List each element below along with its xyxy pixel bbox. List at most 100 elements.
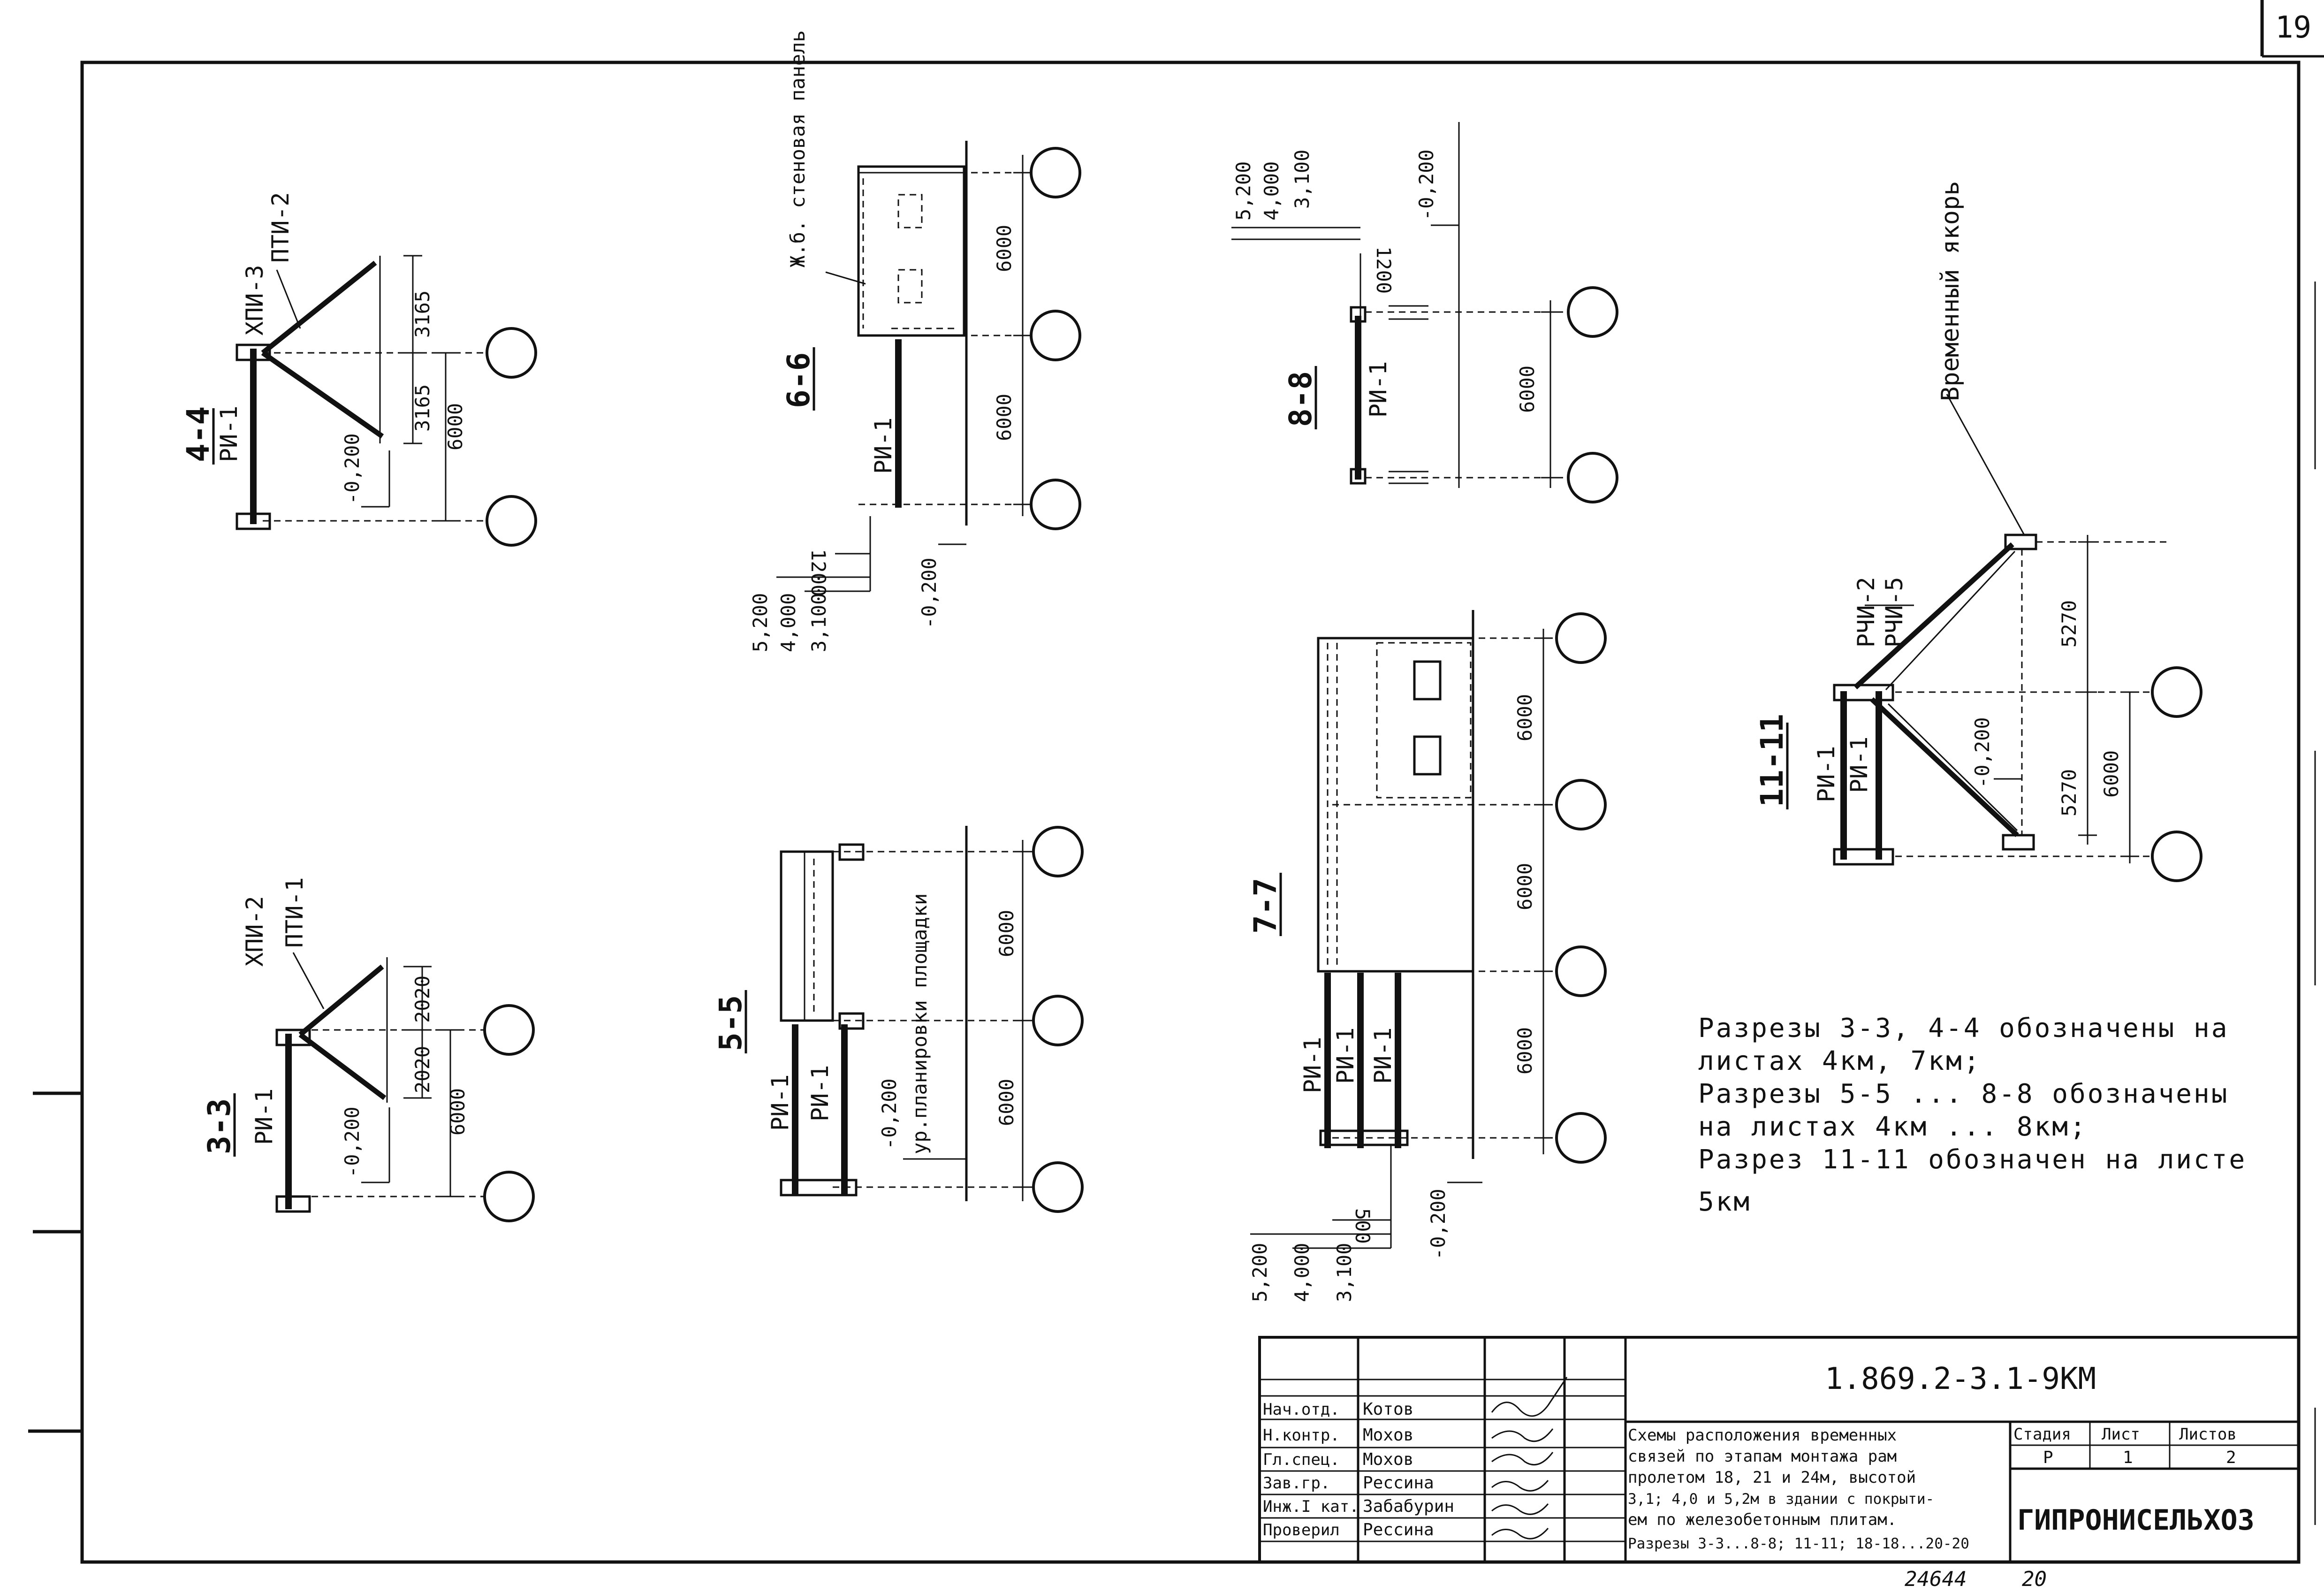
section-4-4-dim-a: 3165 [411, 290, 434, 338]
section-6-6-offset: 1200 [807, 549, 830, 596]
section-8-8-level-1: 5,200 [1232, 161, 1255, 221]
section-7-7: 7-7 РИ-1 РИ-1 РИ-1 6000 6000 6000 500 5,… [1247, 610, 1607, 1302]
tb-name-1: Котов [1363, 1400, 1413, 1419]
tb-signatures [1491, 1377, 1568, 1540]
note-line-2: листах 4км, 7км; [1698, 1046, 1981, 1076]
section-7-7-level: -0,200 [1427, 1189, 1450, 1260]
tb-role-5: Инж.I кат. [1263, 1497, 1359, 1516]
archive-number: 24644 [1905, 1567, 1967, 1591]
section-8-8-level-3: 3,100 [1291, 150, 1314, 209]
section-7-7-column-2: РИ-1 [1332, 1028, 1359, 1084]
section-11-11-brace-1: РЧИ-2 [1853, 577, 1880, 648]
section-8-8-column: РИ-1 [1365, 361, 1392, 418]
section-3-3-title: 3-3 [201, 1098, 237, 1154]
section-11-11-anchor: Временный якорь [1937, 181, 1965, 401]
section-4-4-dim-total: 6000 [444, 403, 467, 450]
tb-name-4: Рессина [1363, 1473, 1434, 1493]
tb-desc-6: Разрезы 3-3...8-8; 11-11; 18-18...20-20 [1628, 1535, 1969, 1552]
note-line-4: на листах 4км ... 8км; [1698, 1112, 2088, 1142]
section-5-5-column-b: РИ-1 [806, 1065, 834, 1121]
section-7-7-level-1: 5,200 [1248, 1243, 1271, 1302]
section-5-5-column-a: РИ-1 [767, 1075, 794, 1131]
section-11-11-dim-total: 6000 [2100, 750, 2123, 798]
section-3-3-column: РИ-1 [251, 1089, 278, 1145]
archive-sheet: 20 [2022, 1567, 2047, 1591]
tb-org: ГИПРОНИСЕЛЬХОЗ [2017, 1504, 2255, 1537]
tb-role-3: Гл.спец. [1263, 1450, 1340, 1469]
section-6-6-dim-top: 6000 [993, 225, 1016, 272]
section-4-4-tie: ХПИ-3 [241, 265, 268, 335]
section-11-11-brace-2: РЧИ-5 [1881, 577, 1908, 648]
tb-sheet: 1 [2123, 1448, 2133, 1467]
section-8-8-dim: 6000 [1516, 366, 1539, 413]
section-3-3-level: -0,200 [341, 1106, 364, 1178]
tb-code: 1.869.2-3.1-9КМ [1825, 1362, 2096, 1396]
section-11-11-title: 11-11 [1754, 714, 1790, 807]
section-4-4: 4-4 РИ-1 ХПИ-3 ПТИ-2 3165 3165 6000 -0,2… [180, 192, 537, 547]
tb-name-3: Мохов [1363, 1450, 1413, 1469]
section-7-7-dim-2: 6000 [1513, 863, 1536, 910]
tb-desc-1: Схемы расположения временных [1628, 1426, 1897, 1445]
section-4-4-level: -0,200 [341, 433, 364, 504]
tb-role-1: Нач.отд. [1263, 1400, 1340, 1419]
section-11-11-column-1: РИ-1 [1813, 746, 1840, 802]
section-6-6-level-2: 4,000 [777, 593, 800, 652]
tb-sheets-header: Листов [2179, 1425, 2237, 1444]
section-6-6-title: 6-6 [781, 352, 817, 408]
section-5-5-dim-bottom: 6000 [995, 1079, 1018, 1126]
section-7-7-dim-1: 6000 [1513, 694, 1536, 741]
section-6-6-level-3: 3,100 [807, 593, 830, 652]
section-11-11-column-2: РИ-1 [1846, 737, 1873, 793]
section-6-6-column: РИ-1 [870, 418, 897, 474]
section-8-8-level-2: 4,000 [1260, 161, 1283, 221]
tb-role-4: Зав.гр. [1263, 1474, 1330, 1493]
title-block: Нач.отд. Котов Н.контр. Мохов Гл.спец. М… [1258, 1336, 2300, 1563]
note-line-5: Разрез 11-11 обозначен на листе [1698, 1144, 2247, 1175]
tb-desc-2: связей по этапам монтажа рам [1628, 1447, 1897, 1466]
section-5-5-level: -0,200 [878, 1078, 901, 1150]
section-7-7-level-2: 4,000 [1291, 1243, 1314, 1302]
section-6-6: 6-6 РИ-1 Ж.б. стеновая панель 6000 6000 … [749, 30, 1081, 652]
tb-desc-5: ем по железобетонным плитам. [1628, 1510, 1897, 1529]
section-11-11-anchor-text: Временный якорь [1937, 181, 1965, 401]
tb-role-6: Проверил [1263, 1521, 1340, 1540]
section-5-5-title: 5-5 [713, 995, 749, 1051]
section-11-11-level: -0,200 [1971, 717, 1994, 788]
section-8-8-title: 8-8 [1283, 371, 1319, 427]
note-line-3: Разрезы 5-5 ... 8-8 обозначены [1698, 1079, 2229, 1109]
tb-stage: Р [2043, 1448, 2053, 1467]
section-3-3-dim-total: 6000 [446, 1088, 469, 1136]
tb-name-5: Забабурин [1363, 1497, 1454, 1516]
section-6-6-dim-bottom: 6000 [993, 394, 1016, 441]
section-5-5: 5-5 РИ-1 РИ-1 ур.планировки площадки -0,… [713, 826, 1084, 1213]
section-7-7-level-3: 3,100 [1333, 1243, 1356, 1302]
tb-stage-header: Стадия [2013, 1425, 2071, 1444]
section-8-8: 8-8 РИ-1 6000 1200 5,200 4,000 3,100 -0,… [1231, 122, 1618, 503]
tb-role-2: Н.контр. [1263, 1426, 1340, 1445]
section-11-11-dim-b: 5270 [2058, 769, 2081, 816]
section-7-7-dim-3: 6000 [1513, 1027, 1536, 1075]
section-3-3: 3-3 РИ-1 ХПИ-2 ПТИ-1 2020 2020 6000 -0,2… [201, 877, 535, 1222]
tb-desc-4: 3,1; 4,0 и 5,2м в здании с покрыти- [1628, 1491, 1934, 1508]
section-3-3-strut: ПТИ-1 [281, 877, 308, 948]
section-7-7-column-3: РИ-1 [1369, 1028, 1397, 1084]
tb-sheet-header: Лист [2102, 1425, 2140, 1444]
section-3-3-dim-a: 2020 [411, 976, 434, 1023]
section-11-11: 11-11 РИ-1 РИ-1 РЧИ-2 РЧИ-5 Временный як… [1754, 181, 2202, 882]
section-8-8-offset: 1200 [1372, 246, 1395, 294]
section-6-6-panel: Ж.б. стеновая панель [786, 30, 809, 267]
section-4-4-dim-b: 3165 [411, 384, 434, 432]
note-line-1: Разрезы 3-3, 4-4 обозначены на [1698, 1013, 2229, 1044]
sheet-frame [28, 0, 2324, 1564]
section-3-3-dim-b: 2020 [411, 1046, 434, 1093]
section-7-7-column-1: РИ-1 [1299, 1037, 1326, 1093]
section-6-6-level-1: 5,200 [749, 593, 772, 652]
section-6-6-level: -0,200 [918, 557, 941, 629]
section-4-4-title: 4-4 [180, 406, 216, 462]
section-11-11-dim-a: 5270 [2058, 600, 2081, 648]
notes: Разрезы 3-3, 4-4 обозначены на листах 4к… [1698, 1013, 2247, 1217]
note-line-6: 5км [1698, 1187, 1751, 1217]
tb-name-2: Мохов [1363, 1425, 1413, 1445]
